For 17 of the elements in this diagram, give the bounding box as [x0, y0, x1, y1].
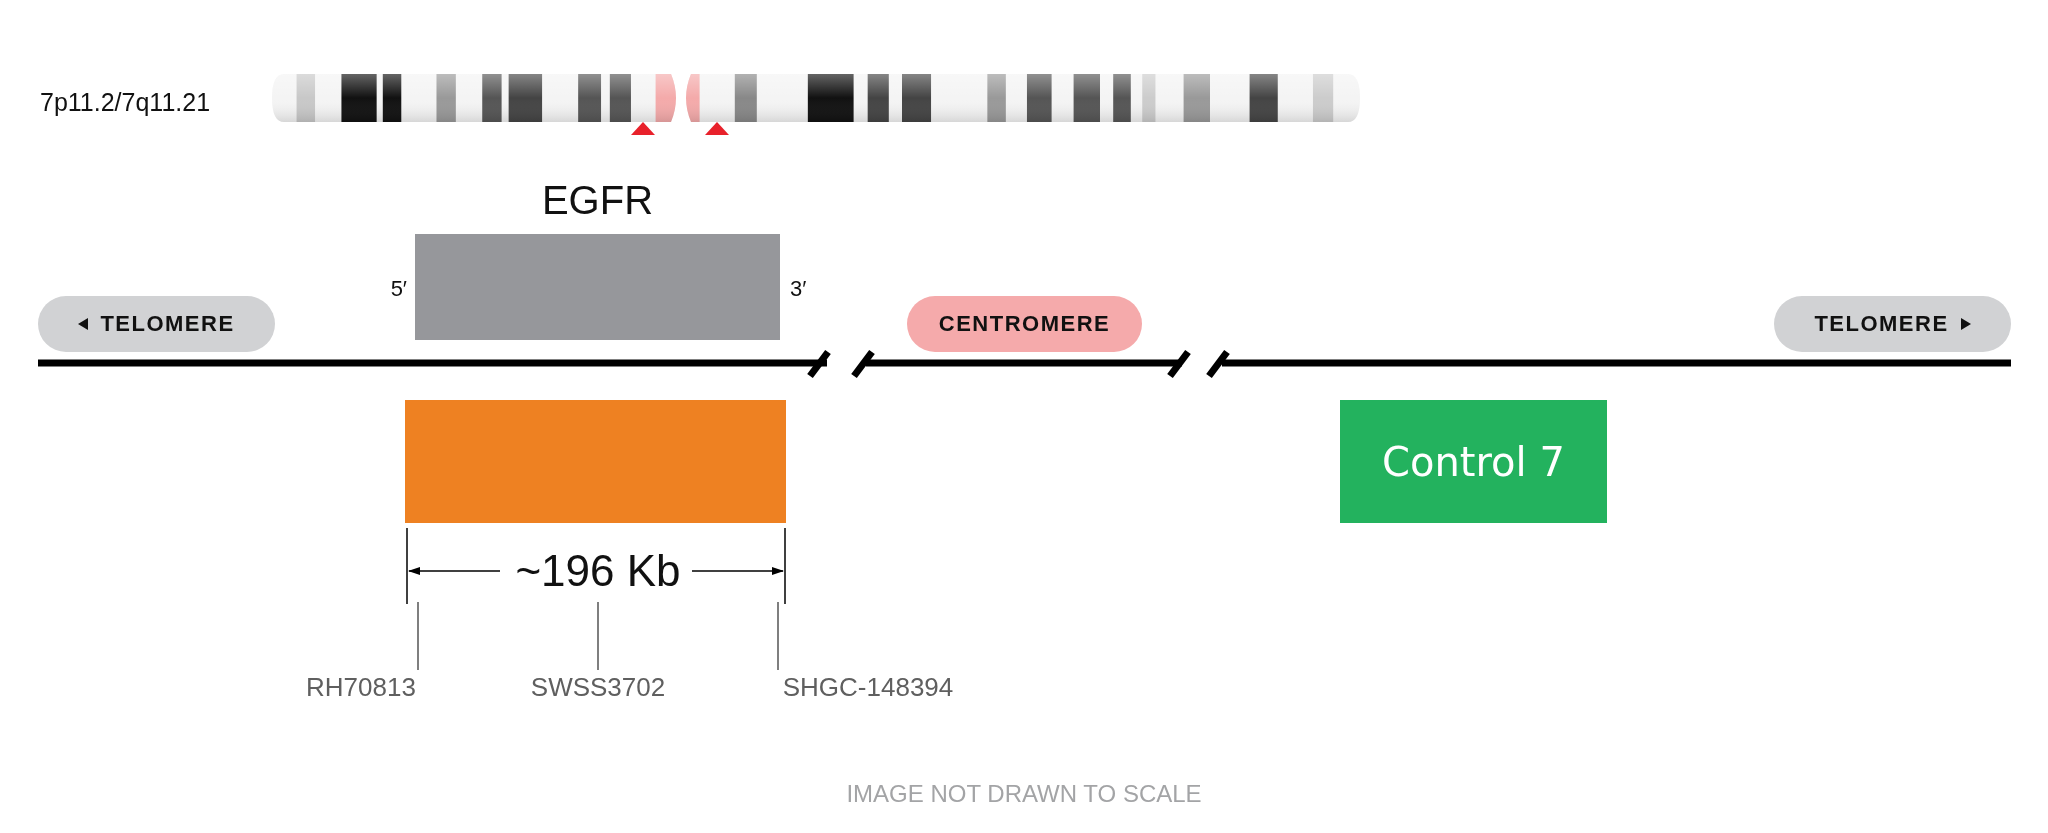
region-label: CENTROMERE — [938, 311, 1111, 337]
caption: IMAGE NOT DRAWN TO SCALE — [846, 780, 1202, 808]
three-prime-label: 3′ — [790, 276, 807, 302]
gene-name: EGFR — [540, 178, 655, 223]
telomere-pill — [1774, 296, 2011, 352]
control-probe-box — [1340, 400, 1607, 523]
region-label: TELOMERE — [100, 311, 235, 337]
marker-label: SHGC-148394 — [782, 672, 954, 703]
centromere-pill — [907, 296, 1142, 352]
telomere-pill — [38, 296, 275, 352]
marker-label: RH70813 — [306, 672, 416, 703]
marker-label: SWSS3702 — [530, 672, 666, 703]
region-label: TELOMERE — [1814, 311, 1949, 337]
five-prime-label: 5′ — [390, 276, 407, 302]
probe-box — [405, 400, 786, 523]
locus-label: 7p11.2/7q11.21 — [40, 88, 211, 117]
probe-label: Control 7 — [1382, 438, 1565, 485]
